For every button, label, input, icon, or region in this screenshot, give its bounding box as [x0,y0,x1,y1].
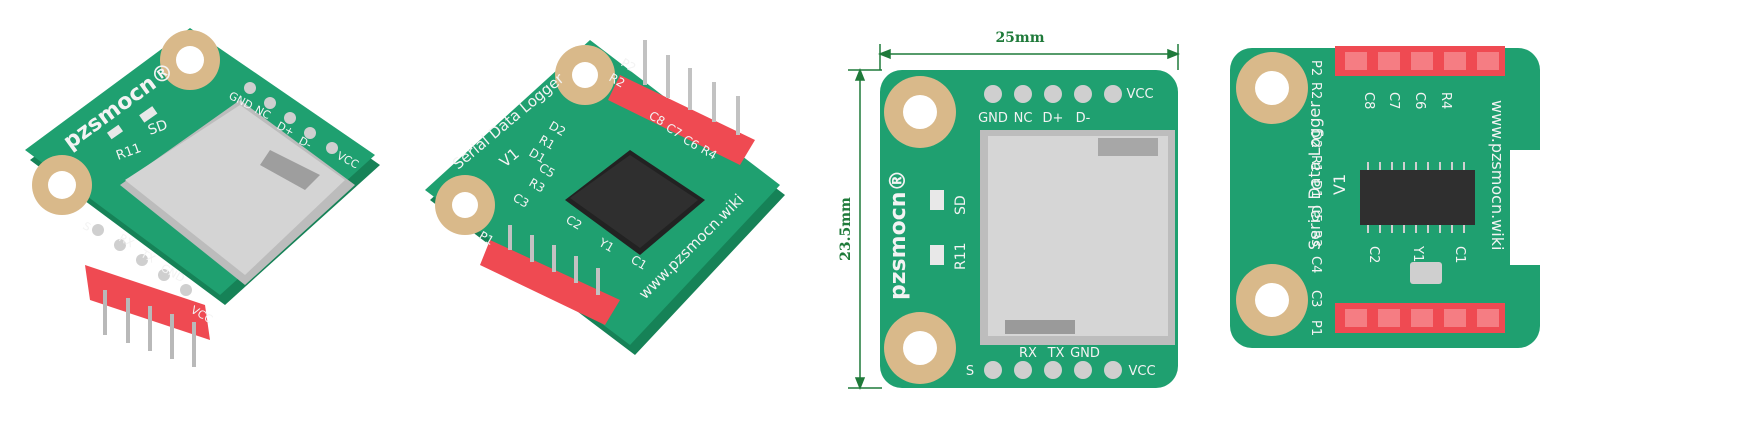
sd-card-slot [120,100,355,285]
r11-label: R11 [953,242,969,270]
svg-text:P1: P1 [1308,320,1323,336]
view-angled-bottom: Serial Data Logger V1 www.pzsmocn.wiki P… [420,0,800,421]
svg-text:GND: GND [1070,346,1100,361]
view-bottom-flat: Serial Data Logger V1 www.pzsmocn.wiki P… [1220,0,1560,421]
top-pin-pads [244,82,338,154]
board-url: www.pzsmocn.wiki [1488,100,1507,250]
dimension-width [877,44,1181,70]
bottom-pin-pads [984,361,1122,379]
svg-text:TX: TX [1047,346,1065,361]
pin-header-p2 [1335,46,1505,76]
mounting-hole [1236,52,1308,336]
svg-text:C6: C6 [1412,92,1427,109]
svg-text:C3: C3 [1308,290,1323,307]
svg-text:D-: D- [297,134,314,151]
svg-text:C5: C5 [537,160,558,180]
sd-label: SD [953,195,969,215]
svg-text:C8: C8 [647,108,668,128]
resistor-component [139,106,158,123]
svg-text:VCC: VCC [1126,87,1153,102]
svg-text:C1: C1 [1452,246,1467,263]
svg-text:R3: R3 [527,175,548,195]
svg-text:R2: R2 [1308,82,1323,99]
top-pin-labels: GND NC D+ D- VCC [978,87,1153,126]
view-top-dimensions: 25mm 23.5mm GND NC D+ D- VCC S RX TX GND [830,0,1210,421]
resistor-component [106,124,124,140]
svg-text:VCC: VCC [1128,364,1155,379]
pin-header-p1 [480,225,620,325]
svg-text:Y1: Y1 [596,235,617,255]
board-title: Serial Data Logger [1305,101,1324,250]
mounting-hole [32,30,220,215]
brand-label: pzsmocn® [886,170,911,300]
board-version: V1 [1330,174,1349,195]
svg-text:C7: C7 [664,120,685,140]
svg-text:GND: GND [978,111,1008,126]
svg-text:D+: D+ [1043,111,1064,126]
svg-text:Y1: Y1 [1410,245,1425,262]
svg-text:RX: RX [1019,346,1037,361]
svg-text:S: S [81,219,94,234]
bottom-pin-pads [92,224,192,296]
svg-text:D1: D1 [1308,180,1323,198]
svg-text:R1: R1 [537,132,558,152]
svg-text:C6: C6 [681,132,702,152]
svg-text:R3: R3 [1308,230,1323,247]
svg-text:C8: C8 [1361,92,1376,109]
svg-text:C7: C7 [1386,92,1401,109]
svg-text:P2: P2 [619,55,639,75]
part-labels: P2 R2 C8 C7 C6 R4 D2 R1 D1 C5 R3 C4 C2 Y… [1308,60,1467,336]
svg-text:NC: NC [1014,111,1033,126]
svg-text:P2: P2 [1308,60,1323,76]
svg-text:D-: D- [1076,111,1091,126]
chip [565,150,705,255]
sd-card-slot [980,130,1175,345]
svg-text:C4: C4 [1308,256,1323,273]
svg-text:C1: C1 [629,252,650,272]
crystal-y1 [1410,262,1442,284]
width-label: 25mm [995,30,1044,46]
chip [1360,162,1475,233]
svg-text:R1: R1 [1308,155,1323,172]
pin-header-p2 [608,40,755,165]
svg-text:R4: R4 [1438,92,1453,109]
svg-text:C3: C3 [511,190,532,210]
mounting-hole [435,45,615,235]
dimension-height [848,67,882,391]
mounting-hole [884,76,956,384]
pin-header-p1 [1335,303,1505,333]
bottom-pin-labels: S RX TX GND VCC [966,346,1156,379]
svg-text:S: S [966,364,974,379]
bottom-pin-header [85,265,210,367]
svg-text:R4: R4 [699,142,720,162]
view-angled-top: pzsmocn® SD R11 GND NC D+ D- VCC S RX TX… [0,0,400,421]
height-label: 23.5mm [838,197,854,261]
svg-text:C2: C2 [1366,246,1381,263]
svg-text:D2: D2 [1308,130,1323,148]
top-pin-pads [984,85,1122,103]
svg-text:P1: P1 [477,228,497,248]
resistor-component [930,245,944,265]
svg-text:C2: C2 [564,212,585,232]
part-labels: P2 R2 C8 C7 C6 R4 D2 R1 D1 C5 R3 C3 C2 Y… [477,55,720,272]
resistor-component [930,190,944,210]
svg-text:R2: R2 [607,70,628,90]
sd-label: SD [146,117,170,139]
svg-text:C5: C5 [1308,205,1323,222]
